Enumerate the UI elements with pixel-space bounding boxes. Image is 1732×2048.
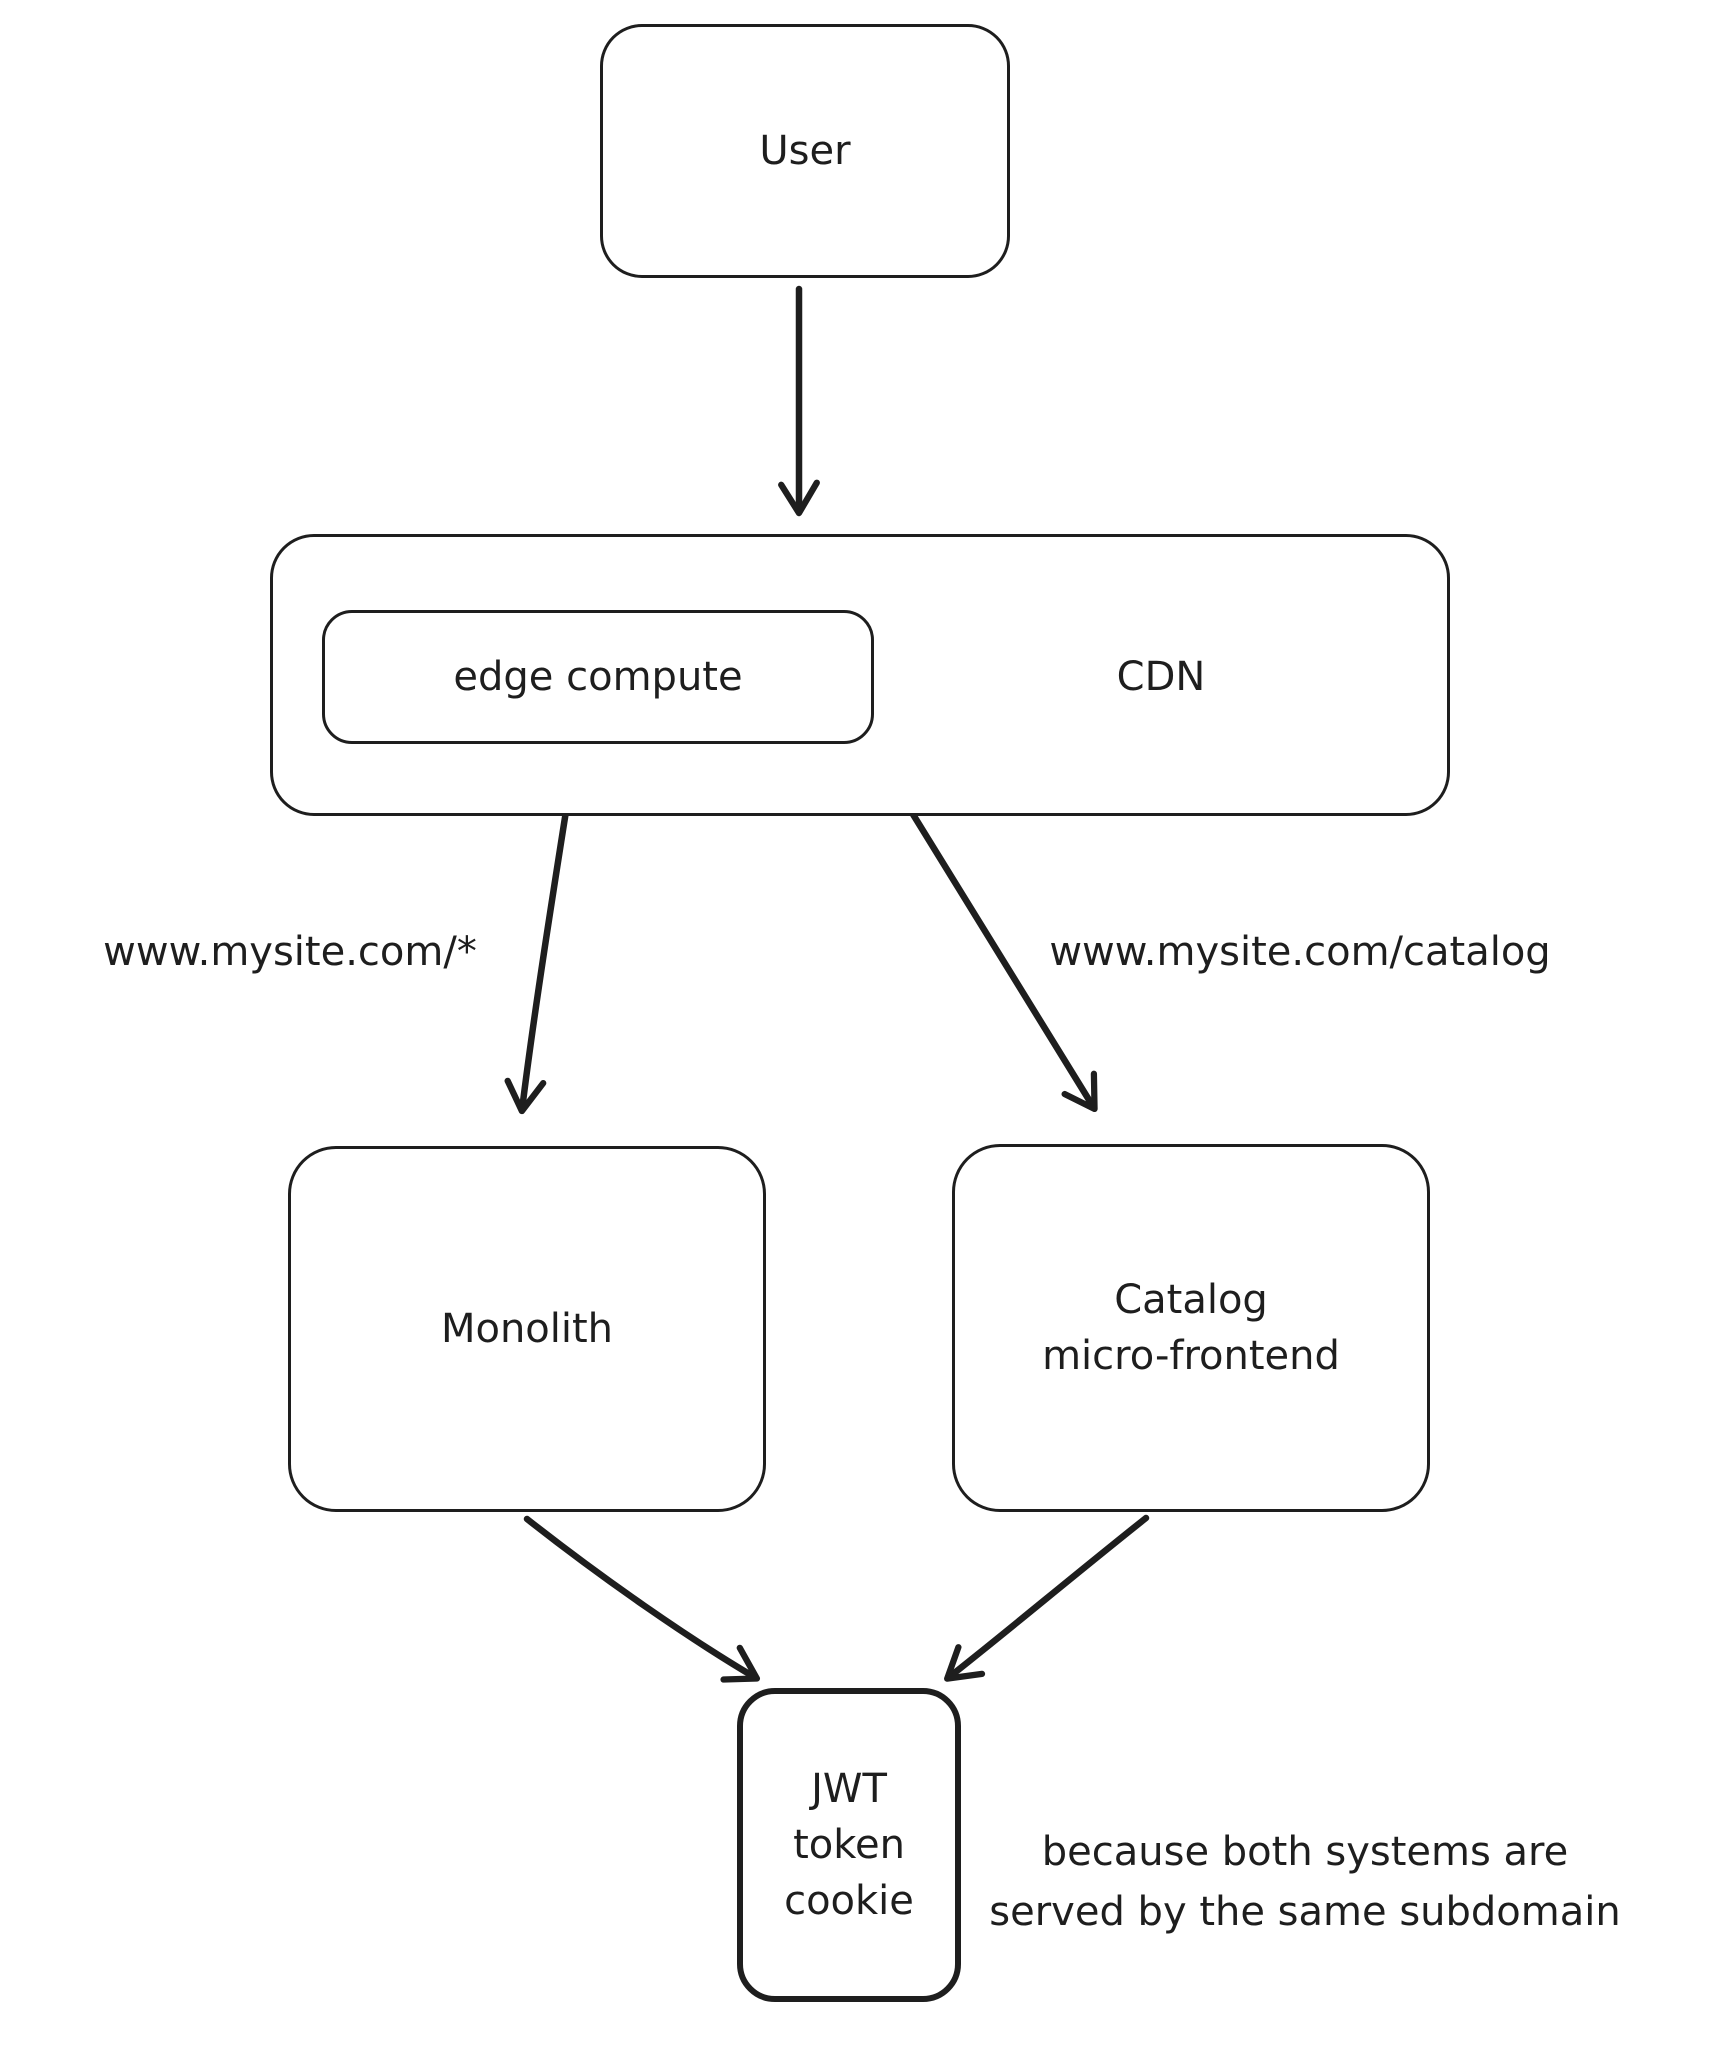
node-jwt-label-line3: cookie <box>784 1878 914 1924</box>
node-jwt-label-line1: JWT <box>811 1766 887 1812</box>
node-user: User <box>600 24 1010 278</box>
annotation-text: because both systems are served by the s… <box>985 1822 1625 1942</box>
annotation-line1: because both systems are <box>1041 1829 1569 1875</box>
node-user-label: User <box>759 128 851 174</box>
node-catalog-label-line2: micro-frontend <box>1042 1333 1340 1379</box>
node-jwt-token-cookie: JWT token cookie <box>737 1688 961 2002</box>
node-jwt-label-line2: token <box>793 1822 905 1868</box>
node-edge-compute-label: edge compute <box>453 654 743 700</box>
edge-label-right-route: www.mysite.com/catalog <box>1049 929 1551 975</box>
edge-label-left-route: www.mysite.com/* <box>103 929 477 975</box>
node-cdn-label: CDN <box>1116 654 1206 700</box>
node-monolith-label: Monolith <box>440 1306 614 1352</box>
annotation-line2: served by the same subdomain <box>989 1889 1621 1935</box>
node-catalog-label-line1: Catalog <box>1114 1277 1268 1323</box>
node-catalog-micro-frontend: Catalog micro-frontend <box>952 1144 1430 1512</box>
node-monolith: Monolith <box>288 1146 766 1512</box>
arrow-monolith-to-jwt <box>523 1515 761 1683</box>
node-cdn-label-wrap: CDN <box>874 610 1448 744</box>
arrow-catalog-to-jwt <box>944 1514 1150 1682</box>
node-edge-compute: edge compute <box>322 610 874 744</box>
